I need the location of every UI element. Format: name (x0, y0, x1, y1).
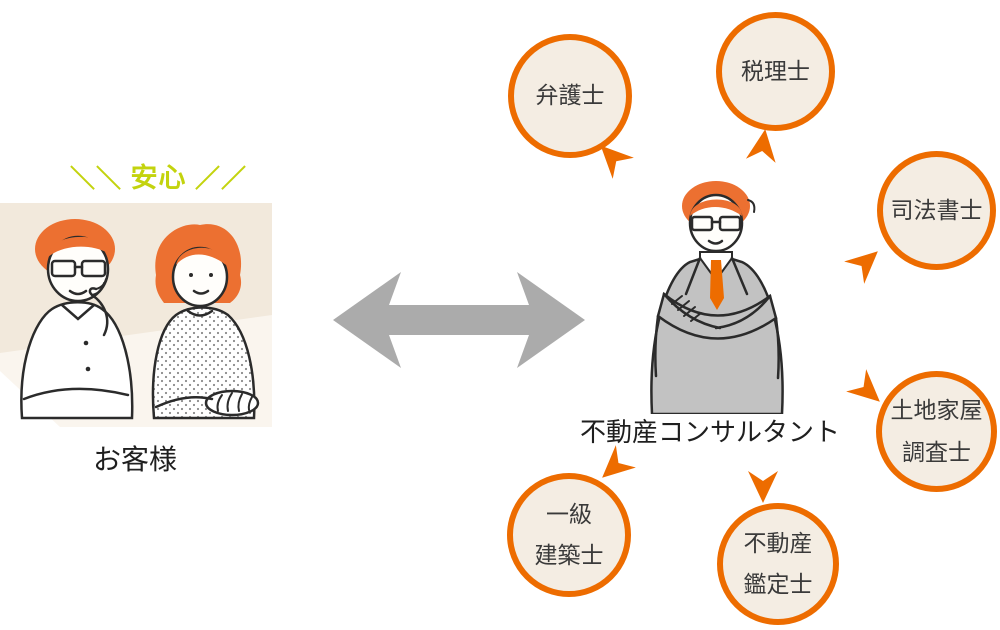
pointer-arrow-to-land-surveyor-icon (846, 369, 890, 413)
pointer-arrow-to-appraiser-icon (748, 471, 778, 503)
circle-label-line2: 建築士 (534, 542, 604, 568)
consultant-illustration (628, 176, 806, 416)
slash-right-decoration: ／／ (195, 165, 248, 193)
consultant-icon (650, 181, 784, 416)
couple-icon (0, 203, 272, 427)
double-arrow-icon (333, 272, 585, 368)
pointer-arrow-to-lawyer-icon (590, 135, 634, 179)
circle-label-line1: 一級 (546, 500, 592, 527)
specialist-circle-appraiser: 不動産 鑑定士 (717, 503, 839, 625)
circle-label-line2: 鑑定士 (743, 571, 813, 597)
specialist-circle-architect: 一級 建築士 (507, 473, 631, 597)
customers-illustration (0, 203, 272, 427)
circle-label: 税理士 (741, 57, 810, 84)
pointer-arrow-to-architect-icon (592, 445, 636, 489)
specialist-circle-tax-accountant: 税理士 (716, 12, 835, 131)
specialist-circle-lawyer: 弁護士 (508, 34, 632, 158)
circle-label-line1: 土地家屋 (890, 397, 983, 424)
reassurance-text: 安心 (130, 163, 187, 193)
pointer-arrow-to-tax-accountant-icon (745, 127, 780, 163)
circle-label: 司法書士 (890, 196, 983, 223)
specialist-circle-land-surveyor: 土地家屋 調査士 (876, 371, 997, 492)
circle-label: 弁護士 (535, 82, 605, 109)
consultant-label: 不動産コンサルタント (579, 417, 840, 447)
circle-label-line2: 調査士 (902, 438, 971, 465)
circle-label-line1: 不動産 (743, 529, 813, 556)
customers-label: お客様 (92, 444, 177, 475)
pointer-arrow-to-judicial-scrivener-icon (844, 240, 888, 284)
slash-left-decoration: ＼＼ (70, 165, 123, 193)
reassurance-label: ＼＼ 安心 ／／ (70, 156, 246, 195)
specialist-circle-judicial-scrivener: 司法書士 (877, 151, 996, 270)
